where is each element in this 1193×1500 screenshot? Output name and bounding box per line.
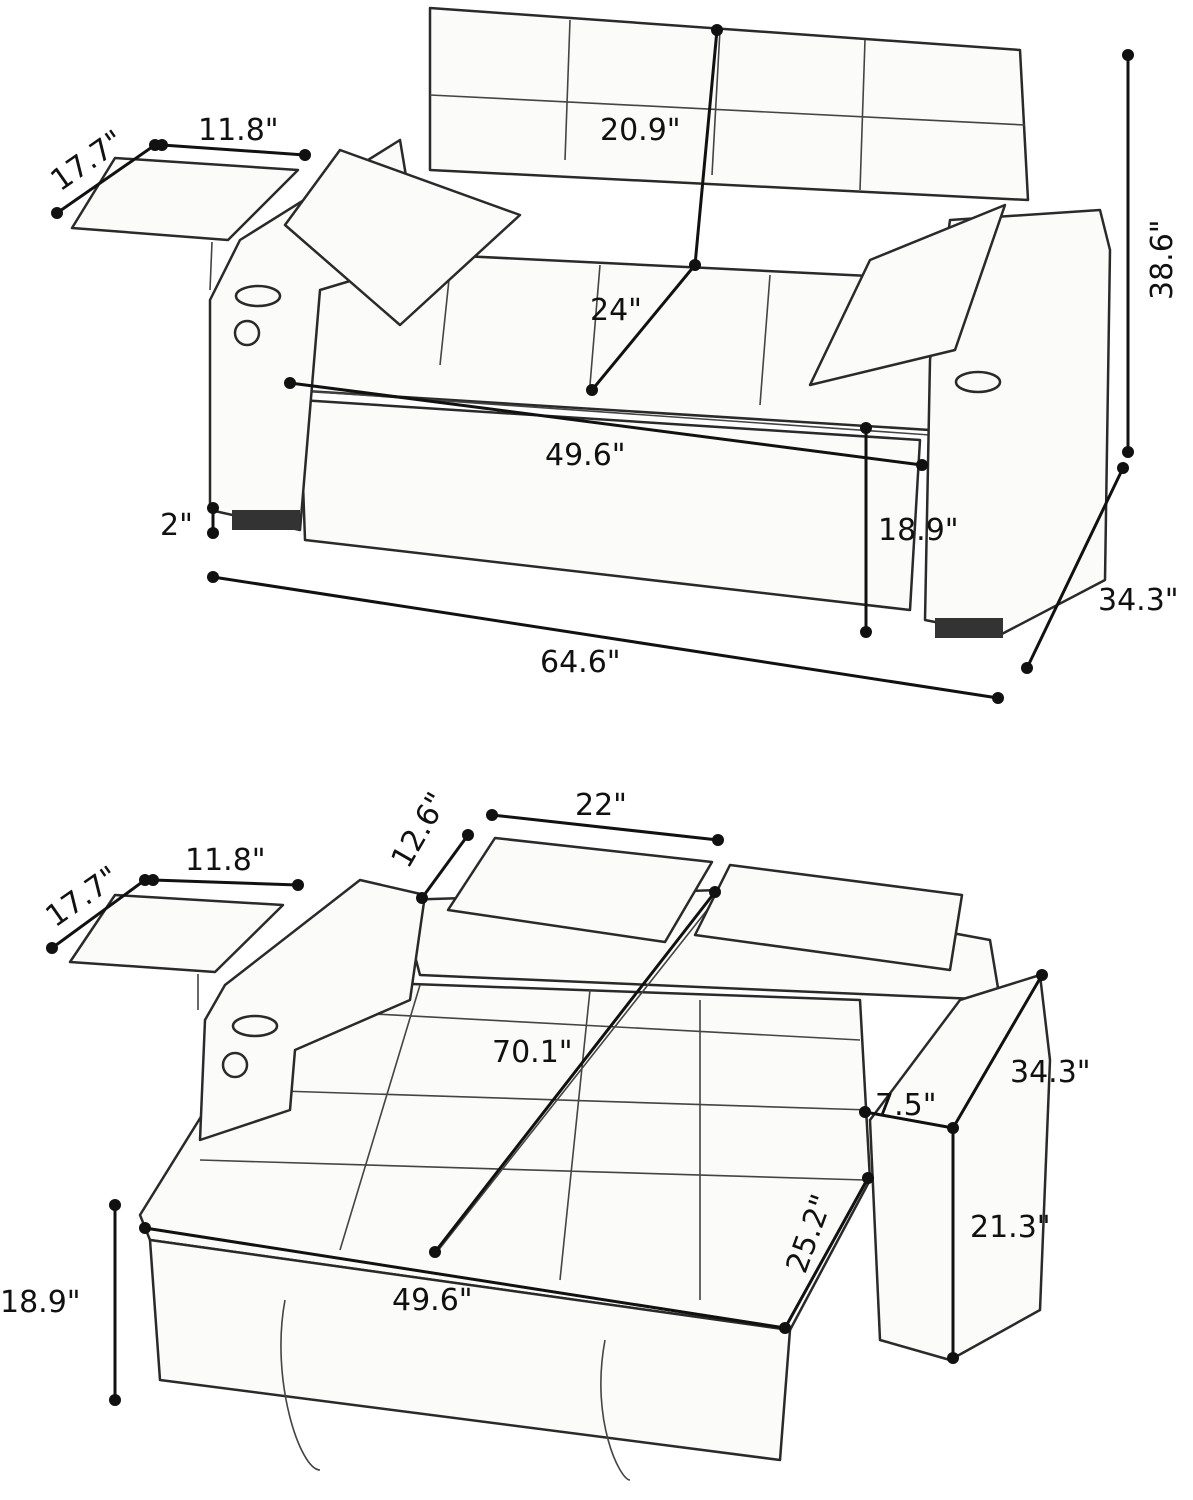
label-overall-depth: 34.3" bbox=[1098, 583, 1179, 618]
label-overall-height: 38.6" bbox=[1145, 219, 1180, 300]
label-seat-height: 18.9" bbox=[878, 513, 959, 548]
label-pillow-width: 22" bbox=[575, 788, 627, 823]
label-leg-height: 2" bbox=[160, 508, 193, 543]
cup-holder-right bbox=[954, 370, 1002, 394]
sofa-base bbox=[298, 398, 922, 612]
label-bed-height: 18.9" bbox=[0, 1285, 81, 1320]
label-overall-width: 64.6" bbox=[540, 645, 621, 680]
cup-holder bbox=[231, 1014, 279, 1038]
cup-holder-left bbox=[234, 284, 282, 308]
side-tray bbox=[68, 893, 285, 974]
label-tray-width: 11.8" bbox=[198, 113, 279, 148]
label-backrest-height: 20.9" bbox=[600, 113, 681, 148]
speaker bbox=[221, 1051, 249, 1079]
label-bed-length: 70.1" bbox=[492, 1035, 573, 1070]
label-arm-height: 21.3" bbox=[970, 1210, 1051, 1245]
pillow-left bbox=[446, 836, 714, 944]
sofa-dimension-lines bbox=[51, 24, 1134, 704]
right-armrest bbox=[868, 973, 1052, 1362]
speaker bbox=[233, 319, 261, 347]
sofa-backrest bbox=[428, 6, 1030, 202]
leg bbox=[232, 510, 300, 530]
label-arm-width: 7.5" bbox=[875, 1088, 937, 1123]
label-seat-width: 49.6" bbox=[545, 438, 626, 473]
bed-dimension-lines bbox=[46, 809, 1048, 1406]
sofa-illustration bbox=[70, 6, 1112, 638]
bed-base bbox=[148, 1238, 792, 1462]
bed-illustration bbox=[68, 836, 1052, 1481]
label-bed-width: 49.6" bbox=[392, 1283, 473, 1318]
label-arm-length: 34.3" bbox=[1010, 1055, 1091, 1090]
pillow-right bbox=[808, 203, 1007, 387]
leg bbox=[935, 618, 1003, 638]
label-tray-width: 11.8" bbox=[185, 843, 266, 878]
pillow-left bbox=[283, 148, 522, 327]
label-seat-depth: 24" bbox=[590, 293, 642, 328]
label-armrest-depth: 12.6" bbox=[385, 787, 456, 874]
